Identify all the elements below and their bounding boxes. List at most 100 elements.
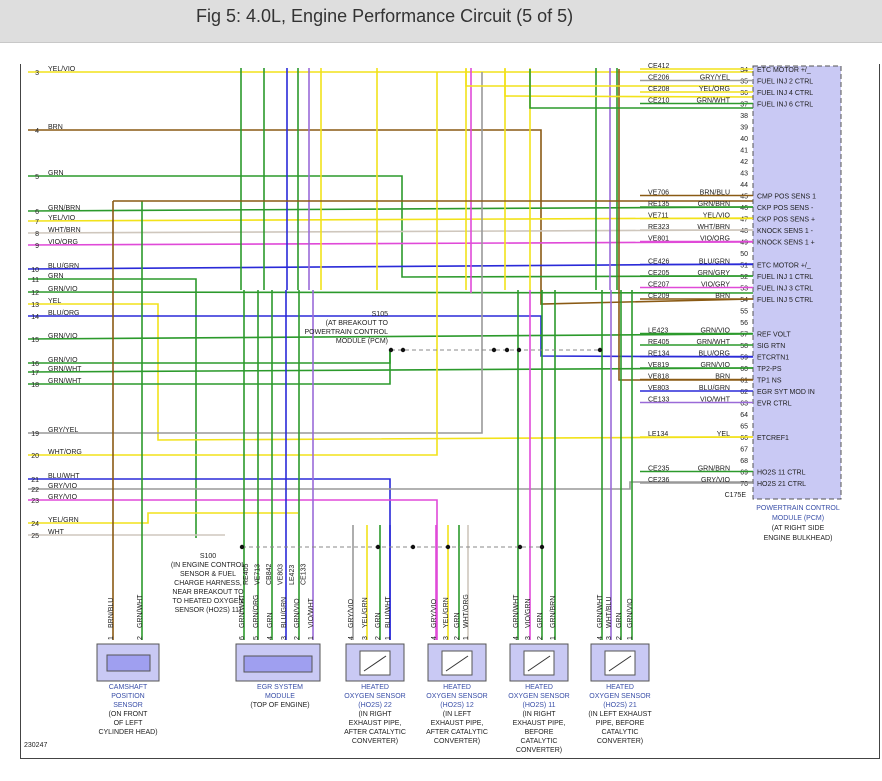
vertical-circuit-id: CE133: [301, 563, 308, 585]
wire-9: [27, 241, 754, 246]
pcm-pin-number: 40: [740, 136, 748, 143]
pin-number: 2: [137, 636, 144, 640]
ho2s-caption: (IN RIGHT: [358, 711, 392, 718]
left-wire-label: GRY/VIO: [48, 483, 78, 490]
pcm-function: ETCRTN1: [757, 355, 789, 362]
pcm-function: FUEL INJ 1 CTRL: [757, 274, 813, 281]
pcm-circuit-id: CE209: [648, 293, 670, 300]
egr-caption: (TOP OF ENGINE): [250, 702, 309, 709]
pcm-function: KNOCK SENS 1 +: [757, 240, 815, 247]
ho2s-caption: PIPE, BEFORE: [596, 720, 645, 727]
ho2s-caption: CONVERTER): [516, 747, 562, 754]
s100-label: NEAR BREAKOUT TO: [172, 589, 244, 596]
s100-label: S100: [200, 553, 216, 560]
pcm-circuit-id: CE426: [648, 259, 670, 266]
ho2s-caption: OXYGEN SENSOR: [508, 693, 569, 700]
left-wire-number: 15: [31, 337, 39, 344]
wire-19: [28, 72, 483, 434]
splice-dot: [597, 347, 603, 353]
left-wire-number: 9: [35, 243, 39, 250]
wire-11: [28, 278, 197, 538]
pcm-pin-number: 64: [740, 412, 748, 419]
vertical-circuit-id: RE405: [243, 563, 250, 585]
pcm-pin-number: 56: [740, 320, 748, 327]
pin-wire-color: VIO/WHT: [308, 597, 315, 628]
ho2s-heater-symbol: [445, 655, 469, 672]
splice-dot: [400, 347, 406, 353]
pcm-wire-color: VIO/GRY: [701, 282, 730, 289]
left-wire-number: 14: [31, 314, 39, 321]
pin-wire-color: GRN: [537, 612, 544, 628]
pcm-wire-color: BLU/GRN: [699, 385, 730, 392]
wire-22: [28, 481, 753, 490]
pcm-wire-color: GRN/VIO: [700, 328, 730, 335]
ho2s-heater-symbol: [608, 655, 632, 672]
camshaft-caption: CAMSHAFT: [109, 684, 148, 691]
left-wire-number: 25: [31, 533, 39, 540]
pcm-caption: POWERTRAIN CONTROL: [756, 505, 840, 512]
pin-wire-color: GRN: [375, 612, 382, 628]
pcm-function: EGR SYT MOD IN: [757, 389, 815, 396]
left-wire-number: 10: [31, 267, 39, 274]
left-wire-number: 16: [31, 361, 39, 368]
left-wire-label: VIO/ORG: [48, 239, 78, 246]
egr-connector: 6GRN/WHT5GRN/ORG4GRN3BLU/GRN2GRN/VIO1VIO…: [239, 594, 315, 640]
ho2s-caption: (HO2S) 11: [523, 702, 556, 709]
left-wire-label: BRN: [48, 124, 63, 131]
ho2s-caption: CATALYTIC: [602, 729, 639, 736]
wire-4: [28, 129, 754, 305]
pcm-pin-number: 35: [740, 79, 748, 86]
pin-number: 4: [597, 636, 604, 640]
pcm-pin-number: 57: [740, 332, 748, 339]
camshaft-caption: POSITION: [111, 693, 144, 700]
ho2s-caption: CATALYTIC: [521, 738, 558, 745]
pin-number: 3: [443, 636, 450, 640]
ho2s-caption: CONVERTER): [434, 738, 480, 745]
ho2s-caption: HEATED: [361, 684, 389, 691]
left-wire-label: GRY/VIO: [48, 494, 78, 501]
left-wire-label: BLU/ORG: [48, 310, 80, 317]
pcm-circuit-id: VE801: [648, 236, 669, 243]
wire-inj6: [529, 69, 753, 109]
pcm-pin-number: 42: [740, 159, 748, 166]
wire-12: [27, 291, 757, 294]
wire-7: [27, 217, 754, 222]
wire-layer: [27, 68, 757, 640]
egr-caption: MODULE: [265, 693, 295, 700]
pcm-circuit-id: CE207: [648, 282, 670, 289]
left-wire-label: YEL/GRN: [48, 517, 79, 524]
ho2s-caption: (HO2S) 22: [358, 702, 392, 709]
pin-number: 2: [294, 636, 301, 640]
pcm-wire-color: WHT/BRN: [697, 224, 730, 231]
pcm-pin-number: 45: [740, 194, 748, 201]
left-wire-label: GRN/WHT: [48, 366, 82, 373]
ho2s-caption: CONVERTER): [352, 738, 398, 745]
pcm-circuit-id: CE133: [648, 397, 670, 404]
pcm-function: EVR CTRL: [757, 401, 792, 408]
wire-15: [27, 333, 754, 340]
s100-label: TO HEATED OXYGEN: [172, 598, 243, 605]
left-wire-label: GRN/VIO: [48, 333, 78, 340]
pcm-function: HO2S 11 CTRL: [757, 470, 806, 477]
pcm-pin-number: 34: [740, 67, 748, 74]
pcm-pin-number: 62: [740, 389, 748, 396]
ho2s-heater-symbol: [363, 655, 387, 672]
left-wire-label: GRN: [48, 170, 64, 177]
pin-number: 6: [239, 636, 246, 640]
pin-number: 4: [348, 636, 355, 640]
splice-dot: [375, 544, 381, 550]
pin-wire-color: GRN: [616, 612, 623, 628]
s105-label: POWERTRAIN CONTROL: [305, 329, 389, 336]
components: 1BRN/BLU2GRN/WHTCAMSHAFTPOSITIONSENSOR(O…: [96, 594, 652, 754]
pcm-wire-color: GRN/WHT: [697, 339, 731, 346]
left-wire-label: WHT: [48, 529, 65, 536]
s105-label: S105: [372, 311, 388, 318]
left-wire-number: 21: [31, 477, 39, 484]
pin-wire-color: VIO/GRN: [525, 598, 532, 628]
pcm-pin-number: 37: [740, 102, 748, 109]
pcm-circuit-id: CE210: [648, 98, 670, 105]
left-wire-label: GRN/VIO: [48, 357, 78, 364]
pin-number: 4: [431, 636, 438, 640]
